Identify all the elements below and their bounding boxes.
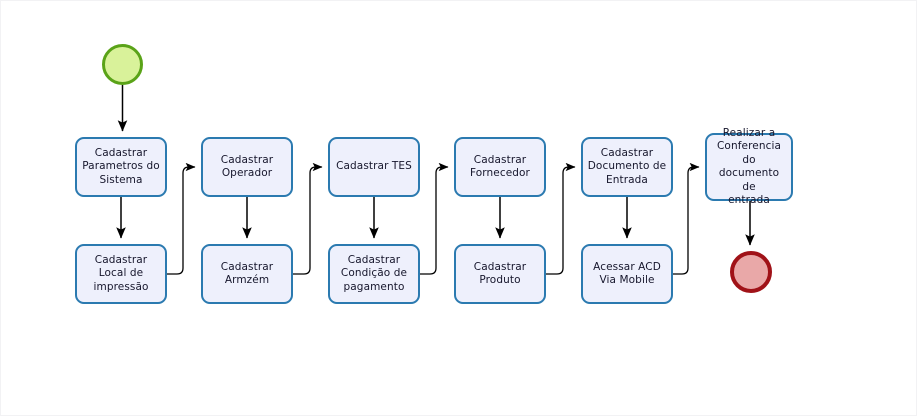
node-cadastrar-local-de-impressao[interactable]: Cadastrar Local de impressão [75, 244, 167, 304]
start-event[interactable] [102, 44, 143, 85]
node-cadastrar-tes[interactable]: Cadastrar TES [328, 137, 420, 197]
edge-n2-to-n3 [167, 162, 196, 275]
edge-n8-to-n9 [546, 162, 576, 275]
node-realizar-a-conferencia-do-documento-de-entrada[interactable]: Realizar a Conferencia do documento de e… [705, 127, 793, 206]
node-acessar-acd-via-mobile[interactable]: Acessar ACD Via Mobile [581, 244, 673, 304]
end-event[interactable] [730, 251, 772, 293]
node-cadastrar-produto[interactable]: Cadastrar Produto [454, 244, 546, 304]
edge-n10-to-n11 [673, 162, 700, 275]
edge-n4-to-n5 [293, 162, 323, 275]
node-cadastrar-fornecedor[interactable]: Cadastrar Fornecedor [454, 137, 546, 197]
node-cadastrar-condicao-de-pagamento[interactable]: Cadastrar Condição de pagamento [328, 244, 420, 304]
edge-n6-to-n7 [420, 162, 449, 275]
node-cadastrar-parametros-do-sistema[interactable]: Cadastrar Parametros do Sistema [75, 137, 167, 197]
node-cadastrar-operador[interactable]: Cadastrar Operador [201, 137, 293, 197]
node-cadastrar-armzem[interactable]: Cadastrar Armzém [201, 244, 293, 304]
node-cadastrar-documento-de-entrada[interactable]: Cadastrar Documento de Entrada [581, 137, 673, 197]
